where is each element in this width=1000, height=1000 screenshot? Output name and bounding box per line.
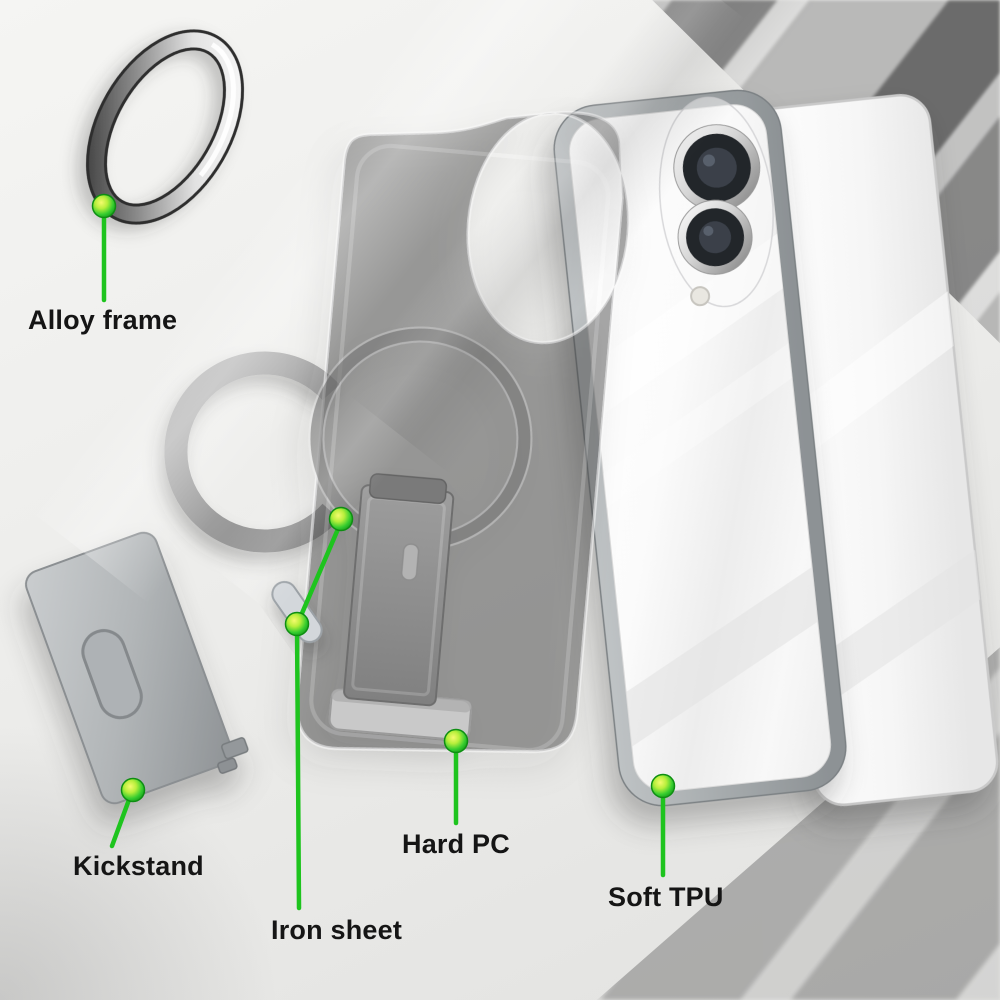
soft-tpu-label: Soft TPU [608, 882, 724, 912]
kickstand-part-hinge-tab-2 [217, 757, 238, 774]
hard-pc-label: Hard PC [402, 829, 510, 859]
alloy-frame-ring [85, 29, 245, 225]
phone-reflection-band-2 [603, 343, 793, 509]
kickstand-part [25, 531, 249, 805]
kickstand-part-hinge-tab-1 [221, 737, 249, 760]
kickstand-label: Kickstand [73, 851, 204, 881]
phone-back-shade [802, 549, 981, 719]
kickstand-hinge-pin [400, 543, 420, 581]
iron-sheet-label: Iron sheet [271, 915, 403, 945]
alloy-frame-chrome [88, 32, 242, 222]
camera-flash [690, 286, 711, 307]
magsafe-ring [164, 351, 340, 553]
hard-pc-inner-wall [309, 143, 611, 753]
hard-pc-case [295, 111, 631, 754]
phone-shade-band [626, 566, 818, 747]
magsafe-ring-arc [164, 351, 340, 553]
kickstand-hinge-tab [368, 473, 448, 505]
kickstand-part-slot [81, 629, 143, 720]
alloy-frame-label: Alloy frame [28, 305, 178, 335]
